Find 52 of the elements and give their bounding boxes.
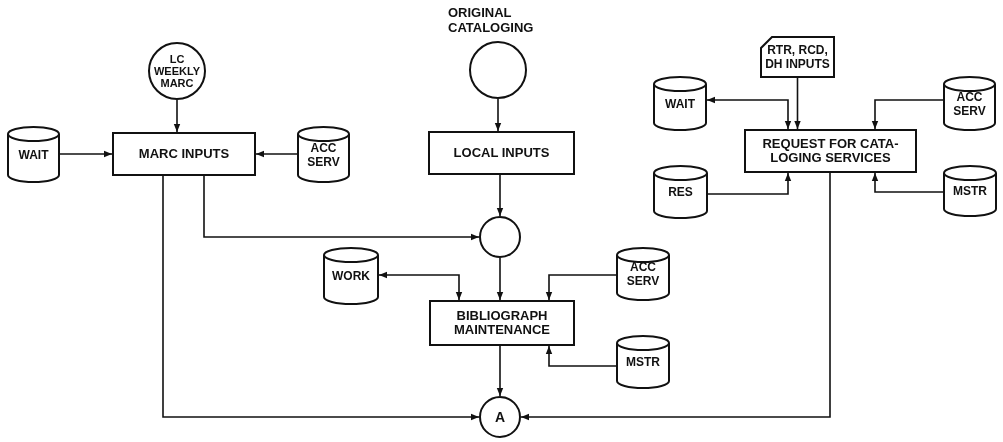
storage-cylinder <box>323 248 379 304</box>
node-label: LC WEEKLY MARC <box>152 53 201 89</box>
node-label: ACC SERV <box>625 260 661 288</box>
punched-card <box>760 36 835 78</box>
process-box <box>744 129 917 173</box>
node-label: RES <box>668 185 693 199</box>
arrow <box>871 172 944 193</box>
node-label: WAIT <box>665 96 695 111</box>
node-label: LOCAL INPUTS <box>453 146 550 160</box>
connector-circle <box>479 396 521 438</box>
arrow <box>59 150 113 158</box>
storage-cylinder <box>616 248 670 300</box>
arrow <box>173 99 181 133</box>
arrow <box>706 96 792 130</box>
arrow <box>707 172 792 195</box>
arrow <box>496 345 504 397</box>
node-label: MSTR <box>626 355 660 369</box>
storage-cylinder <box>943 166 997 216</box>
arrow <box>162 175 480 421</box>
storage-cylinder <box>653 166 708 218</box>
arrow <box>545 274 617 301</box>
node-label: MARC INPUTS <box>138 147 230 161</box>
process-box <box>429 300 575 346</box>
storage-cylinder <box>943 77 996 130</box>
arrow <box>203 175 480 241</box>
node-label: ACC SERV <box>306 140 341 169</box>
storage-cylinder <box>297 127 350 182</box>
arrow <box>794 77 801 130</box>
arrow <box>496 174 504 217</box>
storage-cylinder <box>653 77 707 130</box>
node-label: RTR, RCD, DH INPUTS <box>764 43 831 71</box>
storage-cylinder <box>7 127 60 182</box>
node-label: WAIT <box>18 147 49 162</box>
node-label: BIBLIOGRAPH MAINTENANCE <box>452 309 552 337</box>
connector-circle <box>148 42 206 100</box>
arrow <box>520 172 831 421</box>
arrow <box>378 271 463 301</box>
process-box <box>112 132 256 176</box>
node-label: A <box>494 410 506 424</box>
process-box <box>428 131 575 175</box>
node-label: MSTR <box>953 184 987 198</box>
node-label: REQUEST FOR CATA- LOGING SERVICES <box>761 137 900 165</box>
arrow <box>545 345 617 367</box>
arrow <box>494 98 502 132</box>
node-label: WORK <box>332 269 370 283</box>
node-label: ACC SERV <box>952 89 987 118</box>
arrow <box>496 257 504 301</box>
node-heading: ORIGINAL CATALOGING <box>448 5 535 35</box>
arrow <box>871 99 944 130</box>
connector-circle <box>479 216 521 258</box>
storage-cylinder <box>616 336 670 388</box>
arrow <box>255 150 298 158</box>
